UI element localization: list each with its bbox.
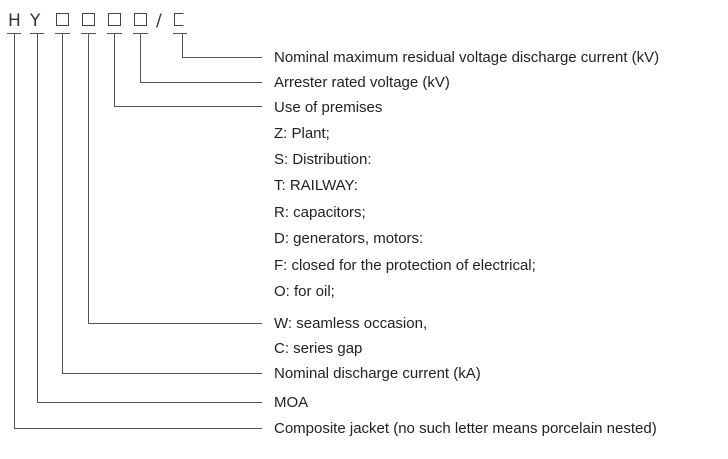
label-nominal-max-residual-voltage: Nominal maximum residual voltage dischar…	[274, 49, 659, 66]
label-plant: Z: Plant;	[274, 125, 330, 142]
code-open-bracket	[174, 13, 184, 26]
label-arrester-rated-voltage: Arrester rated voltage (kV)	[274, 74, 450, 91]
leader-discharge-current	[62, 34, 262, 374]
leader-moa	[37, 34, 262, 403]
leader-composite-jacket	[14, 34, 262, 429]
leader-use-of-premises	[114, 34, 262, 107]
label-moa: MOA	[274, 394, 308, 411]
code-box-use-of-premises	[82, 13, 95, 26]
label-distribution: S: Distribution:	[274, 151, 372, 168]
label-generators-motors: D: generators, motors:	[274, 230, 423, 247]
label-use-of-premises: Use of premises	[274, 99, 382, 116]
leader-lines	[14, 34, 262, 429]
leader-rated-voltage	[140, 34, 262, 83]
code-box-discharge-current	[56, 13, 69, 26]
code-slash: /	[156, 11, 162, 31]
labels: Nominal maximum residual voltage dischar…	[274, 49, 659, 437]
label-seamless-occasion: W: seamless occasion,	[274, 315, 427, 332]
label-series-gap: C: series gap	[274, 340, 362, 357]
label-nominal-discharge-current: Nominal discharge current (kA)	[274, 365, 481, 382]
label-for-oil: O: for oil;	[274, 283, 335, 300]
label-capacitors: R: capacitors;	[274, 204, 366, 221]
label-composite-jacket: Composite jacket (no such letter means p…	[274, 420, 657, 437]
label-closed-protection: F: closed for the protection of electric…	[274, 257, 536, 274]
label-railway: T: RAILWAY:	[274, 177, 358, 194]
code-box-rated-voltage	[108, 13, 121, 26]
code-letter-y: Y	[29, 11, 41, 31]
model-code: H Y /	[8, 11, 184, 31]
leader-residual-voltage	[182, 34, 262, 58]
code-letter-h: H	[8, 11, 21, 31]
leader-seamless-occasion	[88, 34, 262, 324]
code-box-residual-voltage	[134, 13, 147, 26]
